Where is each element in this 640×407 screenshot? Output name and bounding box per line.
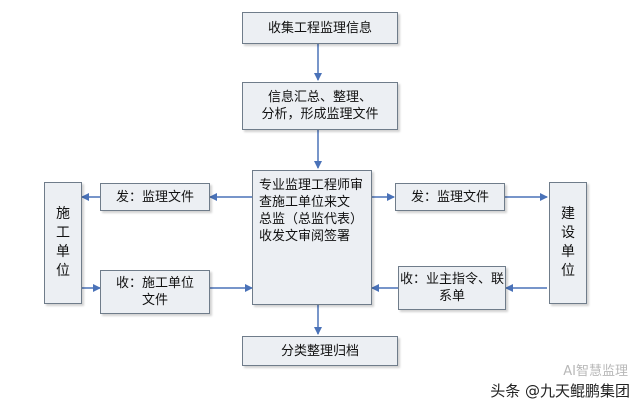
node-receive-right-line-2: 系单 — [438, 289, 465, 304]
node-receive-right: 收：业主指令、联 系单 — [398, 266, 506, 310]
node-receive-right-line-1: 收：业主指令、联 — [399, 272, 504, 287]
node-owner-char-3: 单 — [561, 244, 575, 260]
node-receive-left-line-2: 文件 — [141, 293, 168, 308]
watermark-faint: AI智慧监理 — [563, 364, 628, 379]
node-contractor-char-3: 单 — [56, 244, 70, 260]
node-contractor-char-4: 位 — [56, 263, 70, 279]
node-summarize-line-1: 信息汇总、整理、 — [267, 90, 372, 105]
node-archive-label: 分类整理归档 — [280, 343, 359, 359]
node-center-line-4: 收发文审阅签署 — [259, 229, 351, 244]
node-center-review: 专业监理工程师审 查施工单位来文 总监（总监代表） 收发文审阅签署 — [252, 170, 372, 305]
node-summarize-line-2: 分析，形成监理文件 — [261, 107, 379, 122]
node-archive: 分类整理归档 — [242, 336, 398, 366]
node-owner-char-1: 建 — [561, 206, 575, 222]
node-send-left: 发：监理文件 — [100, 183, 210, 211]
node-center-line-3: 总监（总监代表） — [259, 212, 364, 227]
node-center-line-1: 专业监理工程师审 — [259, 178, 364, 193]
node-collect-info: 收集工程监理信息 — [242, 12, 398, 44]
node-contractor-char-1: 施 — [56, 206, 70, 222]
node-send-left-label: 发：监理文件 — [115, 189, 194, 205]
node-center-line-2: 查施工单位来文 — [259, 195, 351, 210]
node-receive-left: 收：施工单位 文件 — [100, 270, 210, 314]
watermark-main: 头条 @九天鲲鹏集团 — [490, 382, 630, 400]
node-owner-char-2: 设 — [561, 225, 575, 241]
node-send-right: 发：监理文件 — [395, 183, 505, 211]
node-collect-info-label: 收集工程监理信息 — [267, 20, 372, 36]
node-send-right-label: 发：监理文件 — [410, 189, 489, 205]
node-contractor: 施 工 单 位 — [44, 182, 82, 304]
node-receive-left-line-1: 收：施工单位 — [115, 276, 194, 291]
node-owner-char-4: 位 — [561, 263, 575, 279]
node-owner: 建 设 单 位 — [549, 182, 587, 304]
node-contractor-char-2: 工 — [56, 225, 70, 241]
node-summarize: 信息汇总、整理、 分析，形成监理文件 — [242, 82, 398, 130]
